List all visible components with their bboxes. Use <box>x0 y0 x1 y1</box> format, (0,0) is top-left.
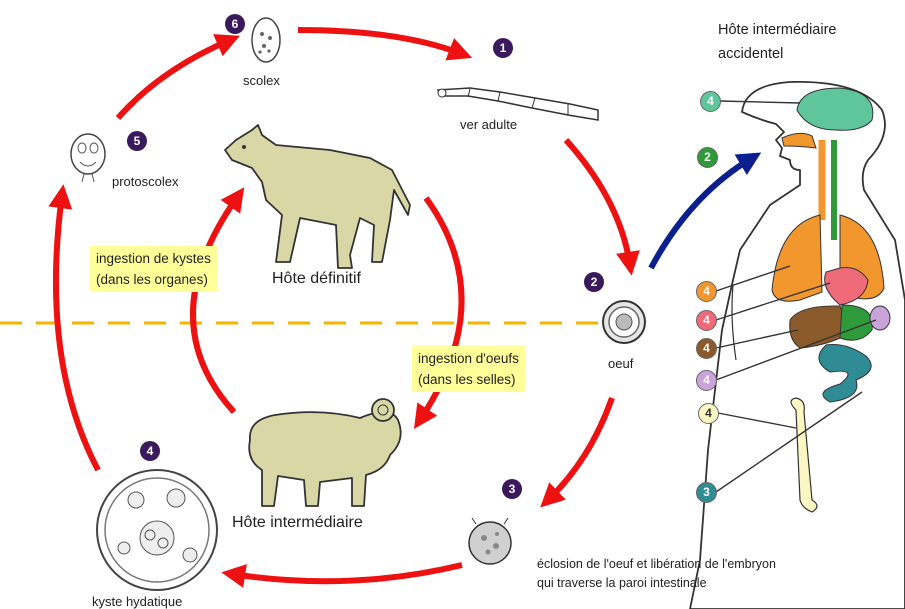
arrow-scolex-to-adult <box>298 30 462 54</box>
step-badge-scolex: 6 <box>225 14 245 34</box>
hatching-caption-line1: éclosion de l'oeuf et libération de l'em… <box>537 555 776 574</box>
cyst-ingestion-note: ingestion de kystes (dans les organes) <box>90 246 217 292</box>
step-badge-protoscolex: 5 <box>127 131 147 151</box>
organ-badge-heart: 4 <box>696 310 717 331</box>
accidental-host-line1: Hôte intermédiaire <box>718 18 836 42</box>
adult-worm-illustration <box>438 88 598 120</box>
egg-illustration <box>603 301 645 343</box>
egg-ingestion-note: ingestion d'oeufs (dans les selles) <box>412 346 525 392</box>
intermediate-host-label: Hôte intermédiaire <box>232 514 363 532</box>
organ-badge-spleen: 4 <box>696 370 717 391</box>
egg-ingestion-line1: ingestion d'oeufs <box>418 348 519 369</box>
arrow-adult-to-egg <box>566 140 630 265</box>
hatching-caption-line2: qui traverse la paroi intestinale <box>537 574 776 593</box>
definitive-host-label: Hôte définitif <box>272 270 361 288</box>
step-badge-hydatid-cyst: 4 <box>140 441 160 461</box>
arrow-sheep-to-dog <box>193 196 238 412</box>
organ-badge-bone: 4 <box>698 403 719 424</box>
arrow-egg-to-human <box>651 158 752 268</box>
step-badge-adult-worm: 1 <box>493 38 513 58</box>
step-badge-egg: 2 <box>584 272 604 292</box>
step-badge-hatching: 3 <box>502 479 522 499</box>
hatching-illustration <box>469 518 511 564</box>
organ-badge-brain: 4 <box>700 91 721 112</box>
arrow-egg-to-hatching <box>548 398 612 500</box>
scolex-illustration <box>252 18 280 62</box>
protoscolex-label: protoscolex <box>112 174 178 189</box>
dog-illustration <box>225 125 410 268</box>
hatching-caption: éclosion de l'oeuf et libération de l'em… <box>537 555 776 593</box>
protoscolex-illustration <box>71 134 105 182</box>
cyst-ingestion-line2: (dans les organes) <box>96 269 211 290</box>
organ-badge-lungs: 4 <box>696 281 717 302</box>
accidental-host-label: Hôte intermédiaire accidentel <box>718 18 836 66</box>
organ-badge-intestine: 3 <box>696 482 717 503</box>
organ-badge-liver: 4 <box>696 338 717 359</box>
arrow-cyst-to-protoscolex <box>56 195 98 470</box>
egg-label: oeuf <box>608 356 633 371</box>
arrow-hatching-to-cyst <box>232 565 462 581</box>
cyst-ingestion-line1: ingestion de kystes <box>96 248 211 269</box>
scolex-label: scolex <box>243 73 280 88</box>
organ-badge-entry: 2 <box>697 147 718 168</box>
accidental-host-line2: accidentel <box>718 42 836 66</box>
egg-ingestion-line2: (dans les selles) <box>418 369 519 390</box>
adult-worm-label: ver adulte <box>460 117 517 132</box>
human-body-illustration <box>690 82 905 609</box>
arrow-protoscolex-to-scolex <box>118 40 230 118</box>
hydatid-cyst-illustration <box>97 470 217 590</box>
sheep-illustration <box>249 399 400 506</box>
hydatid-cyst-label: kyste hydatique <box>92 594 182 609</box>
